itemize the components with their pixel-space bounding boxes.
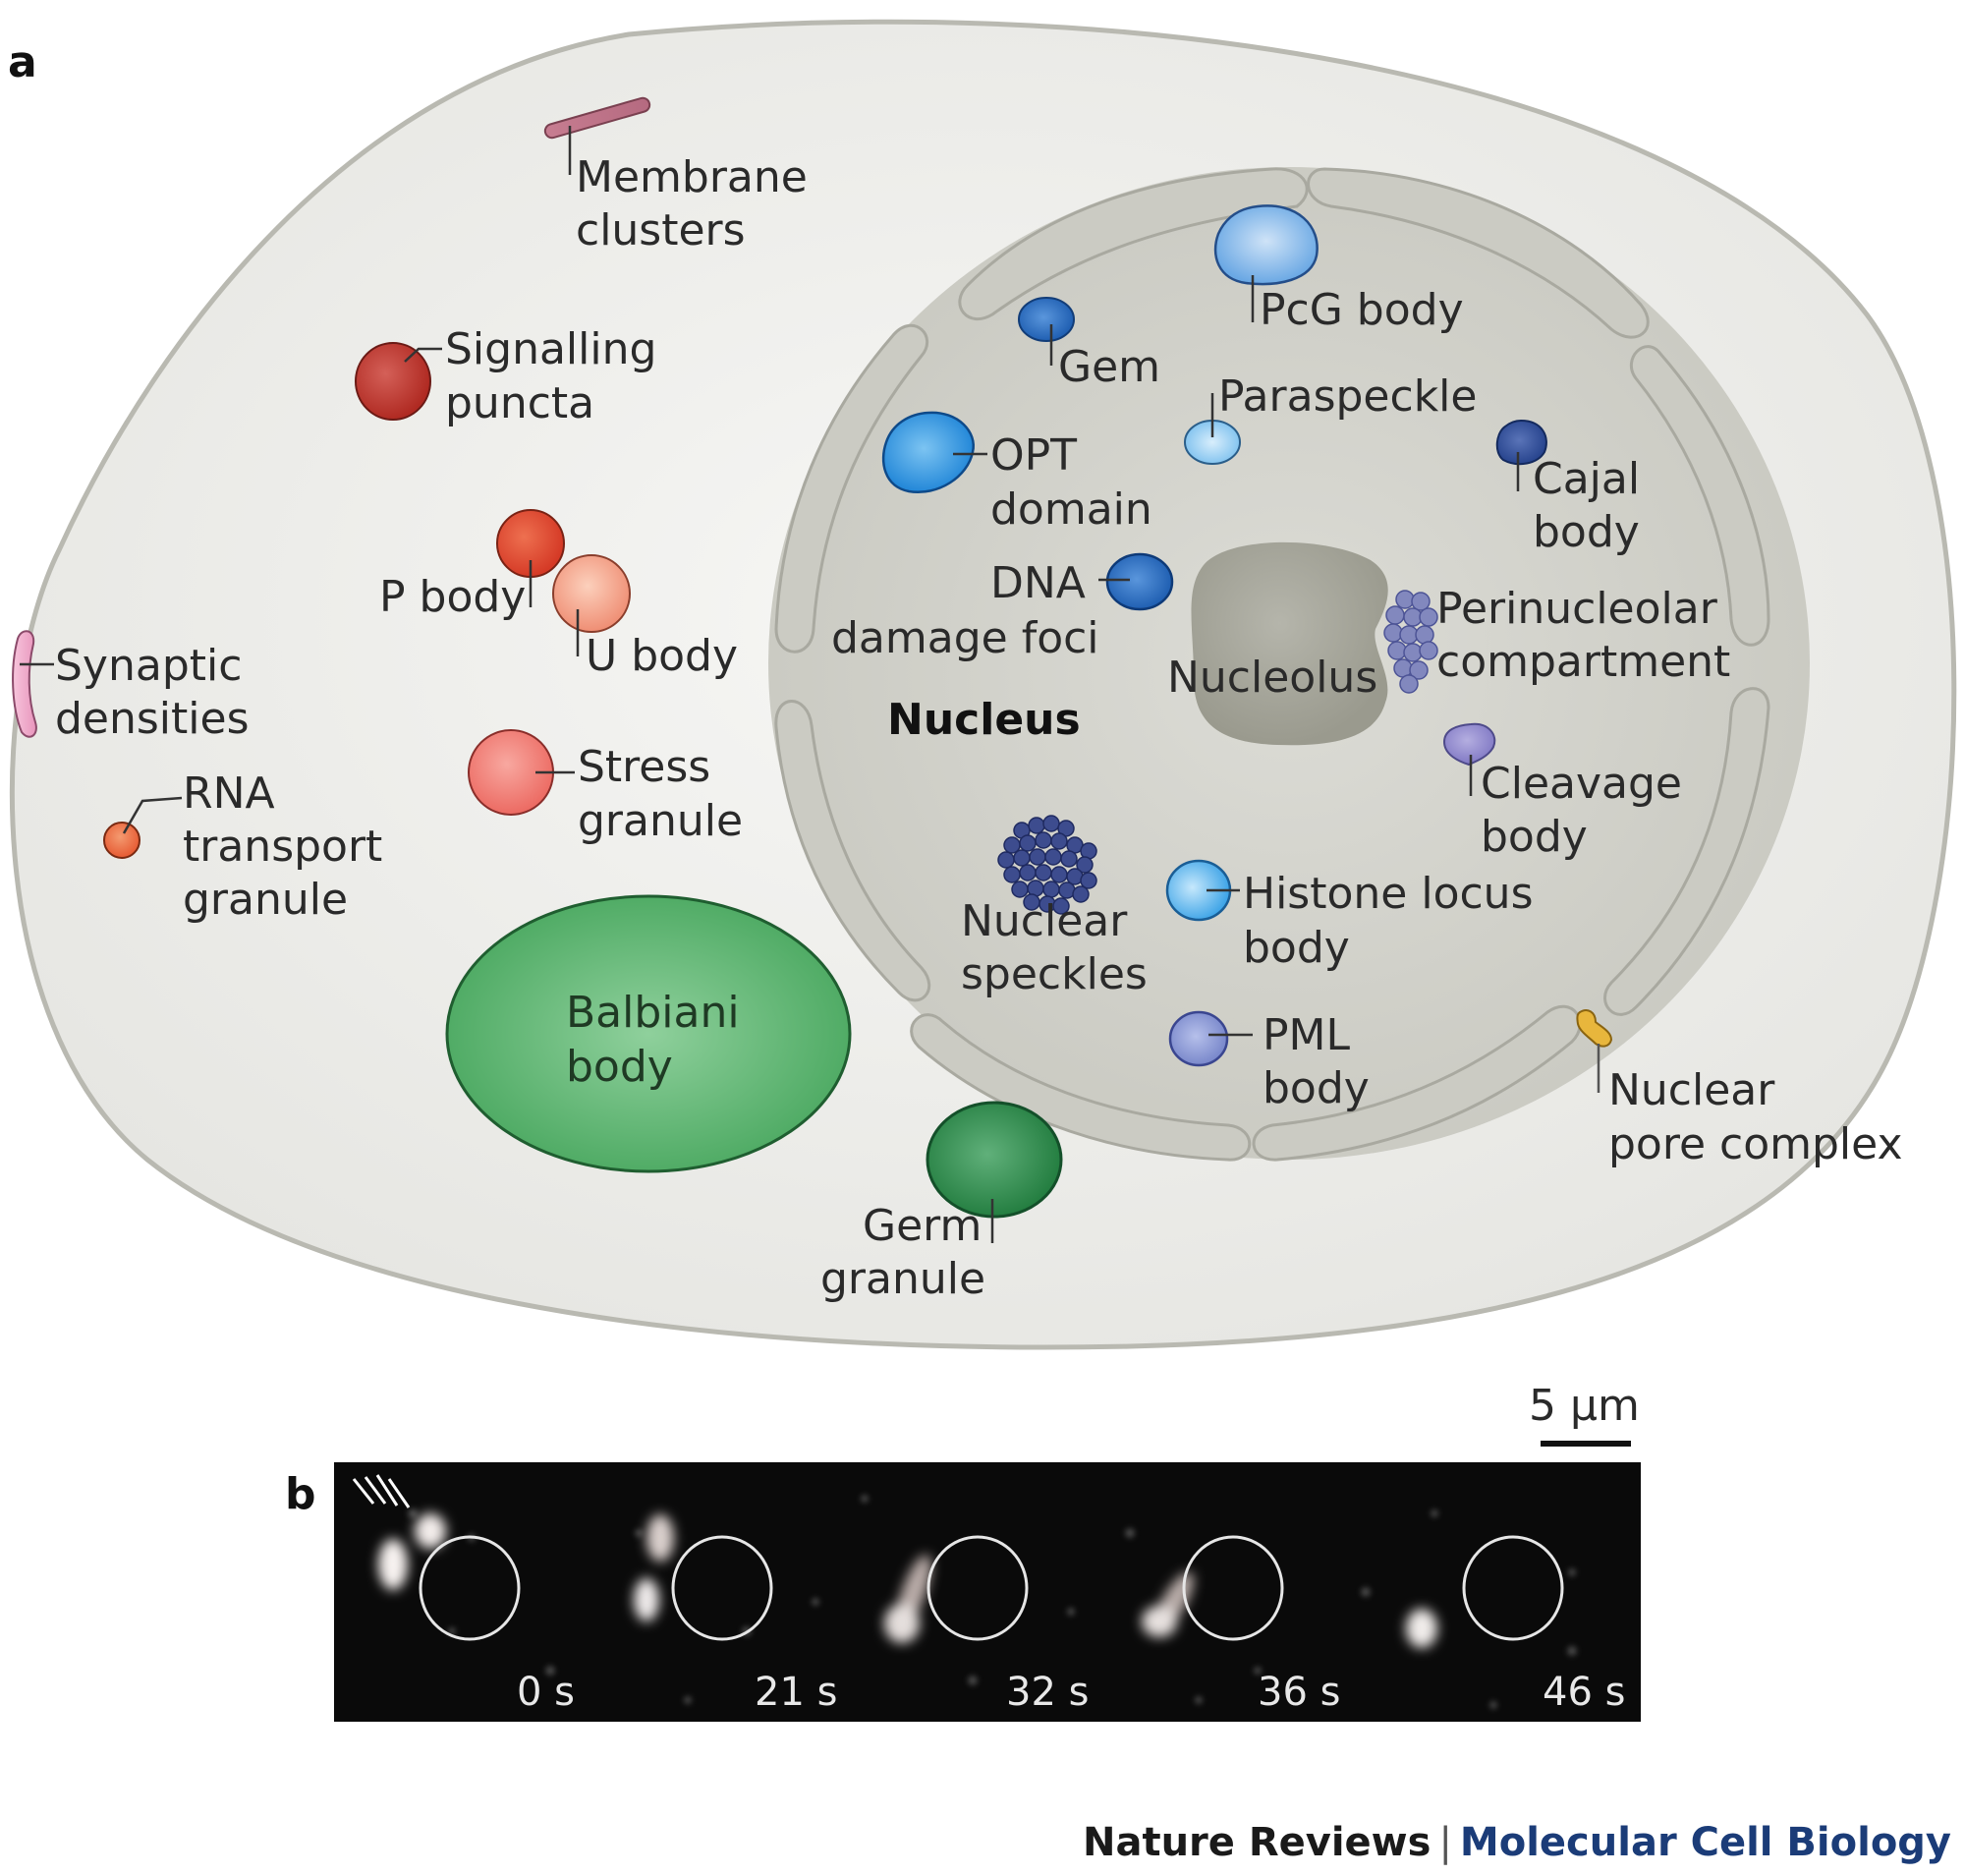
opt-domain-label-1: OPT [990, 430, 1077, 481]
synaptic-densities-label-2: densities [55, 694, 250, 744]
pcg-body-label: PcG body [1260, 285, 1464, 335]
journal-name: Nature Reviews [1082, 1820, 1432, 1865]
timepoint-label-1: 0 s [517, 1670, 575, 1715]
pml-body-label-2: body [1263, 1063, 1370, 1113]
signalling-puncta-label-2: puncta [445, 378, 594, 428]
stress-granule-label-1: Stress [578, 742, 710, 792]
rna-transport-granule-icon [103, 822, 140, 859]
signalling-puncta-label-1: Signalling [445, 324, 656, 374]
histone-locus-body-label-2: body [1243, 923, 1350, 973]
timepoint-label-2: 21 s [755, 1670, 837, 1715]
dna-damage-foci-label-1: DNA [990, 558, 1086, 608]
opt-domain-icon [881, 411, 976, 494]
timepoint-label-4: 36 s [1258, 1670, 1340, 1715]
balbiani-body-label-1: Balbiani [566, 988, 740, 1038]
rna-transport-granule-label-1: RNA [183, 768, 275, 819]
nuclear-speckles-label-2: speckles [961, 949, 1148, 999]
signalling-puncta-icon [355, 342, 431, 421]
u-body-icon [552, 554, 631, 633]
microscopy-strip: 0 s 21 s 32 s 36 s 46 s [334, 1462, 1641, 1722]
nuclear-pore-complex-icon [1576, 1009, 1613, 1048]
cajal-body-label-2: body [1533, 507, 1640, 557]
membrane-clusters-icon [543, 96, 651, 140]
nucleolus-shape [1191, 541, 1388, 746]
membrane-clusters-label-2: clusters [576, 205, 746, 256]
cajal-body-label-1: Cajal [1533, 454, 1640, 504]
nucleus-outline-5 [1462, 1535, 1564, 1641]
panel-label-b: b [285, 1469, 316, 1519]
dna-damage-foci-label-2: damage foci [831, 613, 1099, 663]
gem-icon [1018, 297, 1075, 342]
scale-bar [1541, 1441, 1631, 1447]
perinucleolar-compartment-icon [1383, 590, 1438, 694]
nucleus-outline-2 [671, 1535, 773, 1641]
u-body-label: U body [586, 631, 738, 681]
balbiani-body-icon [445, 894, 852, 1173]
nucleus-outline-4 [1182, 1535, 1284, 1641]
footer-separator: | [1438, 1820, 1452, 1865]
germ-granule-label-1: Germ [863, 1201, 982, 1251]
direction-arrows-icon [352, 1474, 411, 1508]
scale-bar-label: 5 µm [1529, 1381, 1640, 1431]
nucleolus-label: Nucleolus [1167, 653, 1377, 703]
cleavage-body-icon [1442, 722, 1496, 767]
timepoint-label-5: 46 s [1543, 1670, 1625, 1715]
nuclear-envelope [774, 167, 1770, 1162]
nuclear-speckles-icon [997, 815, 1097, 915]
synaptic-densities-label-1: Synaptic [55, 641, 242, 691]
pml-body-icon [1168, 1010, 1229, 1067]
nuclear-pore-complex-label-1: Nuclear [1608, 1065, 1775, 1115]
membrane-clusters-label-1: Membrane [576, 152, 808, 202]
synaptic-densities-icon [12, 630, 37, 738]
p-body-label: P body [379, 572, 526, 622]
gem-label: Gem [1058, 342, 1160, 392]
opt-domain-label-2: domain [990, 484, 1152, 535]
cajal-body-icon [1495, 419, 1547, 466]
timepoint-label-3: 32 s [1006, 1670, 1089, 1715]
nuclear-pore-complex-label-2: pore complex [1608, 1119, 1903, 1169]
paraspeckle-label: Paraspeckle [1218, 371, 1477, 422]
pml-body-label-1: PML [1263, 1010, 1350, 1060]
germ-granule-label-2: granule [820, 1254, 985, 1304]
balbiani-body-label-2: body [566, 1042, 673, 1092]
dna-damage-foci-icon [1105, 552, 1174, 611]
journal-subtitle: Molecular Cell Biology [1459, 1820, 1951, 1865]
nucleus-outline-1 [419, 1535, 521, 1641]
perinucleolar-compartment-label-2: compartment [1436, 637, 1730, 687]
journal-footer: Nature Reviews|Molecular Cell Biology [1083, 1820, 1951, 1865]
cleavage-body-label-1: Cleavage [1481, 759, 1682, 809]
nuclear-speckles-label-1: Nuclear [961, 896, 1128, 946]
nucleus-outline-3 [926, 1535, 1029, 1641]
perinucleolar-compartment-label-1: Perinucleolar [1436, 584, 1718, 634]
histone-locus-body-label-1: Histone locus [1243, 869, 1534, 919]
nucleus-label: Nucleus [887, 695, 1081, 745]
stress-granule-label-2: granule [578, 796, 743, 846]
rna-transport-granule-label-2: transport [183, 822, 382, 872]
panel-label-a: a [8, 37, 37, 87]
cleavage-body-label-2: body [1481, 812, 1588, 862]
rna-transport-granule-label-3: granule [183, 875, 348, 925]
pcg-body-icon [1213, 204, 1319, 286]
germ-granule-icon [926, 1101, 1063, 1219]
